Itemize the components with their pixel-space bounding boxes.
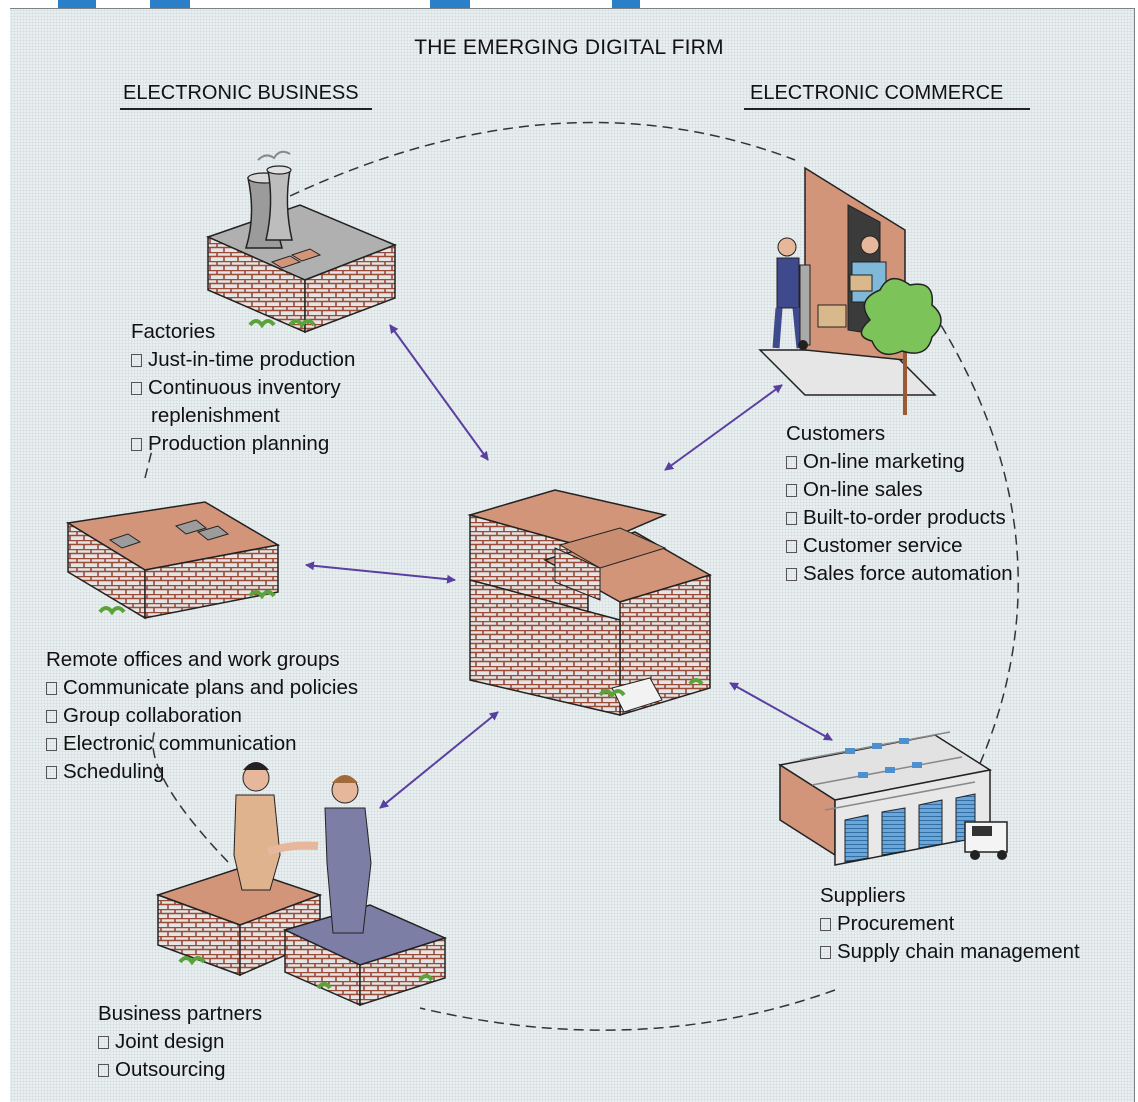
bullet-box-icon xyxy=(786,484,797,497)
business-partners-block: Business partners Joint design Outsourci… xyxy=(98,1000,262,1084)
list-item: Supply chain management xyxy=(820,938,1080,966)
cycle-path xyxy=(144,121,1019,1031)
business-partners-label: Business partners xyxy=(98,1002,263,1025)
customer-delivery-icon xyxy=(758,166,942,415)
list-item: On-line marketing xyxy=(786,448,1013,476)
arrow-customers xyxy=(664,384,783,471)
bullet-box-icon xyxy=(98,1036,109,1049)
business-partners-icon xyxy=(155,762,448,1007)
bullet-box-icon xyxy=(131,382,142,395)
bullet-box-icon xyxy=(131,438,142,451)
remote-offices-block: Remote offices and work groups Communica… xyxy=(46,646,358,786)
bullet-box-icon xyxy=(46,738,57,751)
list-item: Scheduling xyxy=(46,758,358,786)
arrow-remote xyxy=(305,561,456,584)
list-item: Sales force automation xyxy=(786,560,1013,588)
arrow-partners xyxy=(379,711,499,809)
bullet-box-icon xyxy=(786,540,797,553)
bullet-box-icon xyxy=(46,682,57,695)
arrow-suppliers xyxy=(729,682,833,741)
bullet-box-icon xyxy=(820,946,831,959)
list-item: Customer service xyxy=(786,532,1013,560)
bullet-box-icon xyxy=(786,568,797,581)
remote-offices-label: Remote offices and work groups xyxy=(46,648,340,671)
list-item: Outsourcing xyxy=(98,1056,262,1084)
remote-office-icon xyxy=(65,501,281,620)
list-item: On-line sales xyxy=(786,476,1013,504)
list-item: Continuous inventory xyxy=(131,374,355,402)
headquarters-icon xyxy=(467,489,712,717)
customers-label: Customers xyxy=(786,422,886,445)
bullet-box-icon xyxy=(786,512,797,525)
factory-icon xyxy=(205,150,397,334)
list-item: Procurement xyxy=(820,910,1080,938)
bullet-box-icon xyxy=(131,354,142,367)
factories-block: Factories Just-in-time production Contin… xyxy=(131,318,355,458)
list-item: Joint design xyxy=(98,1028,262,1056)
suppliers-block: Suppliers Procurement Supply chain manag… xyxy=(820,882,1080,966)
list-item: Built-to-order products xyxy=(786,504,1013,532)
arrow-factories xyxy=(389,324,489,461)
supplier-warehouse-icon xyxy=(778,731,1008,866)
bullet-box-icon xyxy=(46,766,57,779)
list-item: Group collaboration xyxy=(46,702,358,730)
section-underline xyxy=(744,108,1030,110)
list-item: Production planning xyxy=(131,430,355,458)
list-item: Electronic communication xyxy=(46,730,358,758)
list-item: replenishment xyxy=(151,404,280,427)
bullet-box-icon xyxy=(98,1064,109,1077)
list-item: Just-in-time production xyxy=(131,346,355,374)
bullet-box-icon xyxy=(820,918,831,931)
diagram-title: THE EMERGING DIGITAL FIRM xyxy=(414,36,724,59)
suppliers-label: Suppliers xyxy=(820,884,906,907)
factories-label: Factories xyxy=(131,320,216,343)
section-underline xyxy=(120,108,372,110)
section-electronic-commerce: ELECTRONIC COMMERCE xyxy=(750,82,1004,104)
bullet-box-icon xyxy=(46,710,57,723)
bullet-box-icon xyxy=(786,456,797,469)
customers-block: Customers On-line marketing On-line sale… xyxy=(786,420,1013,588)
section-electronic-business: ELECTRONIC BUSINESS xyxy=(123,82,359,104)
list-item: Communicate plans and policies xyxy=(46,674,358,702)
